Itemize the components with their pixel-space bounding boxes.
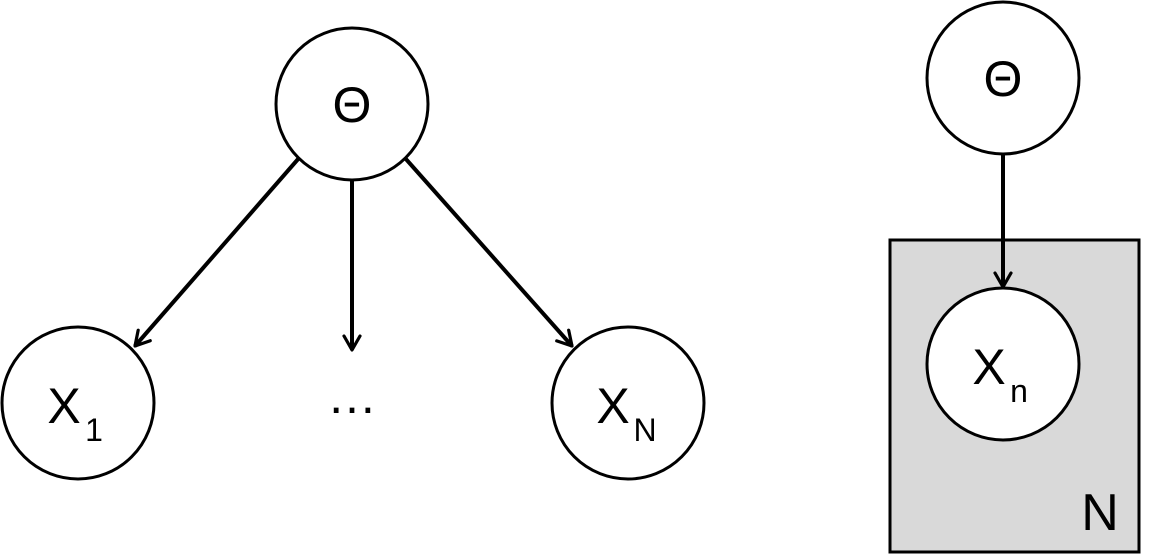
- plate-model: N Θ X n: [888, 0, 1141, 554]
- ellipsis-label: …: [327, 368, 377, 424]
- xn-subscript: n: [1010, 373, 1028, 409]
- x1-node: X 1: [0, 325, 156, 481]
- xN-subscript: N: [633, 412, 656, 448]
- xN-node: X N: [550, 325, 706, 481]
- xn-node: X n: [925, 286, 1081, 442]
- edge-theta-to-xN: [403, 156, 574, 348]
- plate-theta-node: Θ: [925, 0, 1081, 156]
- xn-label: X: [972, 339, 1005, 395]
- plate-label: N: [1081, 484, 1119, 542]
- edge-theta-to-x1: [133, 156, 301, 348]
- x1-label: X: [47, 378, 80, 434]
- xN-label: X: [596, 378, 629, 434]
- theta-label: Θ: [333, 77, 372, 133]
- theta-node: Θ: [274, 26, 430, 182]
- x1-subscript: 1: [85, 412, 103, 448]
- plate-theta-label: Θ: [984, 51, 1023, 107]
- expanded-model: Θ X 1 … X N: [0, 26, 706, 481]
